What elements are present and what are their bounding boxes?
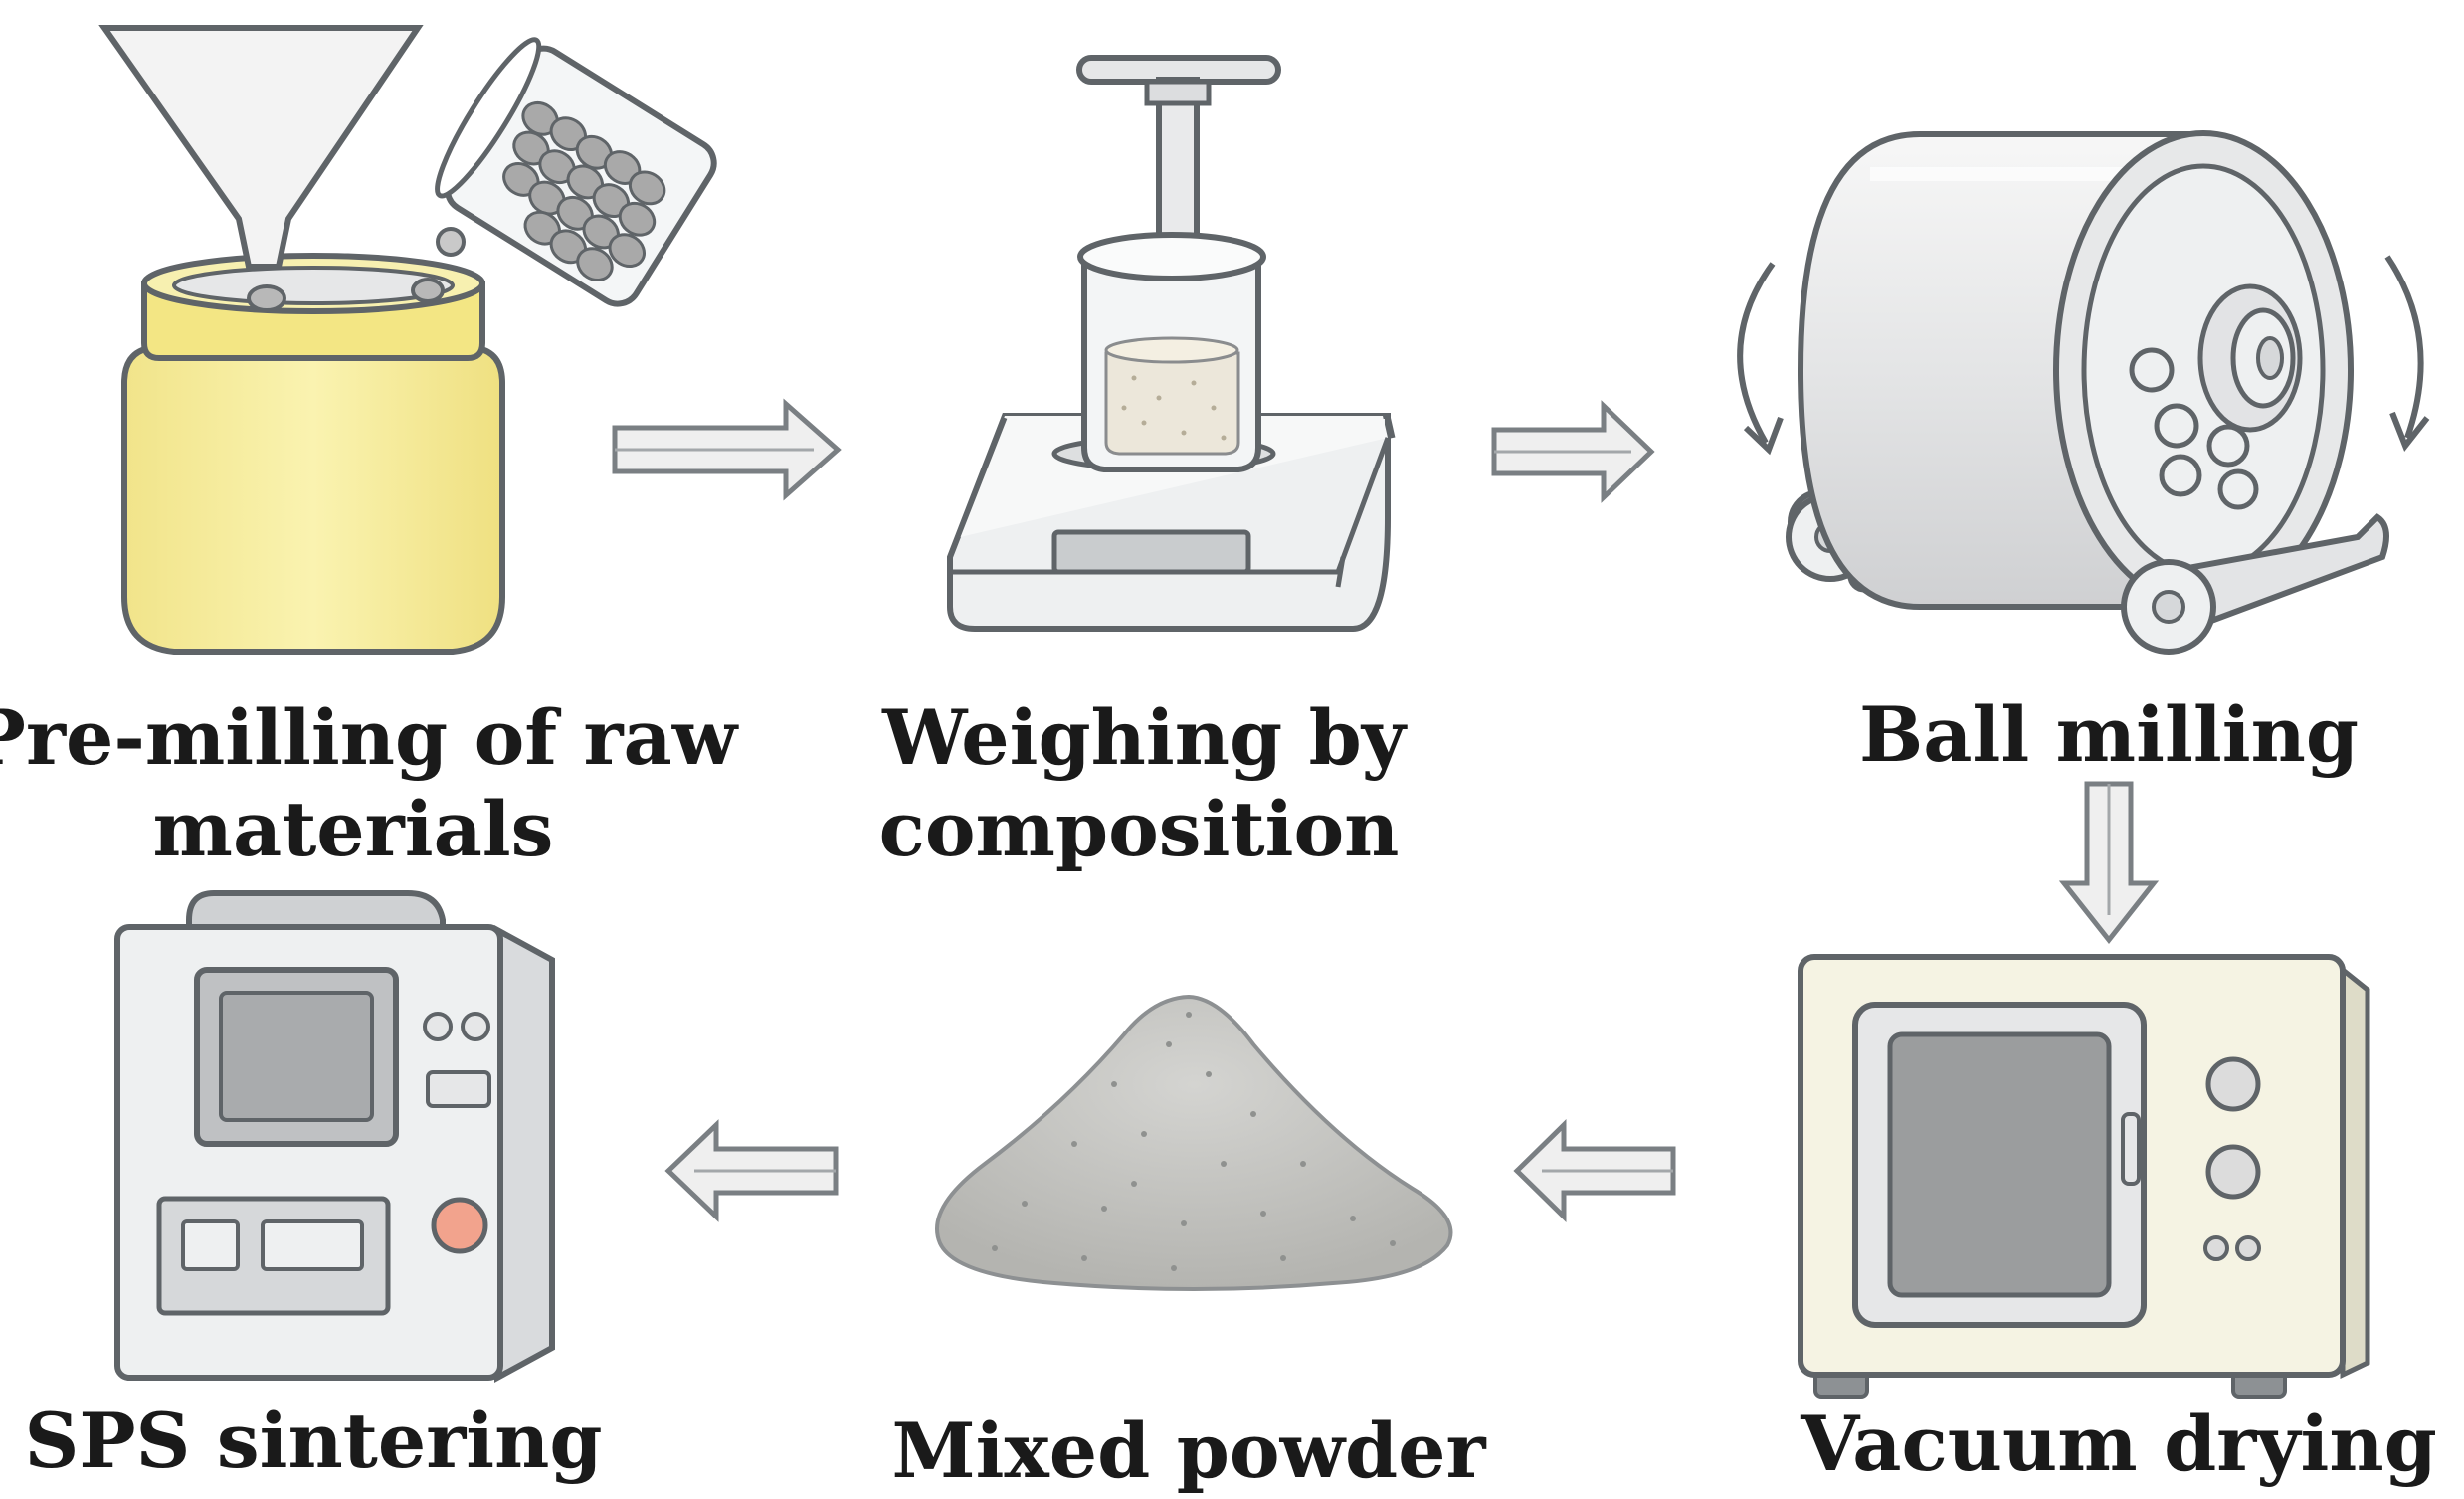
ball-milling-illustration: [1737, 130, 2430, 655]
flow-arrow-left-1: [1513, 1119, 1676, 1222]
mixed-powder-illustration: [935, 994, 1453, 1291]
weighing-illustration: [947, 55, 1396, 632]
vacuum-drying-illustration: [1798, 954, 2370, 1399]
sps-sintering-illustration: [114, 890, 555, 1384]
step-premilling-label-line1: Pre-milling of raw: [0, 693, 739, 782]
step-weighing-label-line1: Weighing by: [881, 693, 1408, 782]
step-weighing-label-line2: composition: [879, 785, 1400, 873]
premilling-illustration: [98, 25, 717, 655]
step-mixed-label: Mixed powder: [891, 1406, 1486, 1495]
flow-arrow-right-1: [612, 398, 842, 501]
step-sps-label: SPS sintering: [24, 1397, 602, 1485]
flow-arrow-right-2: [1491, 400, 1655, 503]
flow-arrow-left-2: [664, 1119, 839, 1222]
step-premilling-label-line2: materials: [153, 785, 554, 873]
step-ballmilling-label: Ball milling: [1859, 690, 2359, 779]
step-vacuum-label: Vacuum drying: [1800, 1400, 2437, 1488]
flow-arrow-down: [2058, 781, 2160, 945]
